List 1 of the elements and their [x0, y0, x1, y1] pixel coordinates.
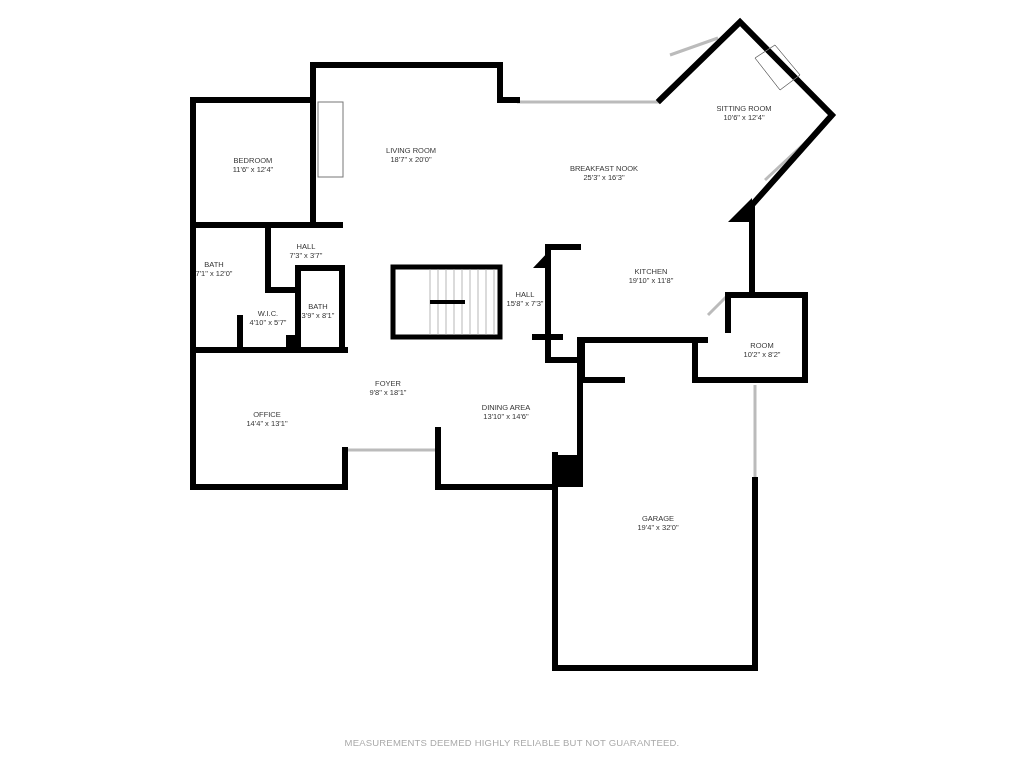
disclaimer-note: MEASUREMENTS DEEMED HIGHLY RELIABLE BUT NOT GUARANTEED.: [344, 737, 680, 748]
